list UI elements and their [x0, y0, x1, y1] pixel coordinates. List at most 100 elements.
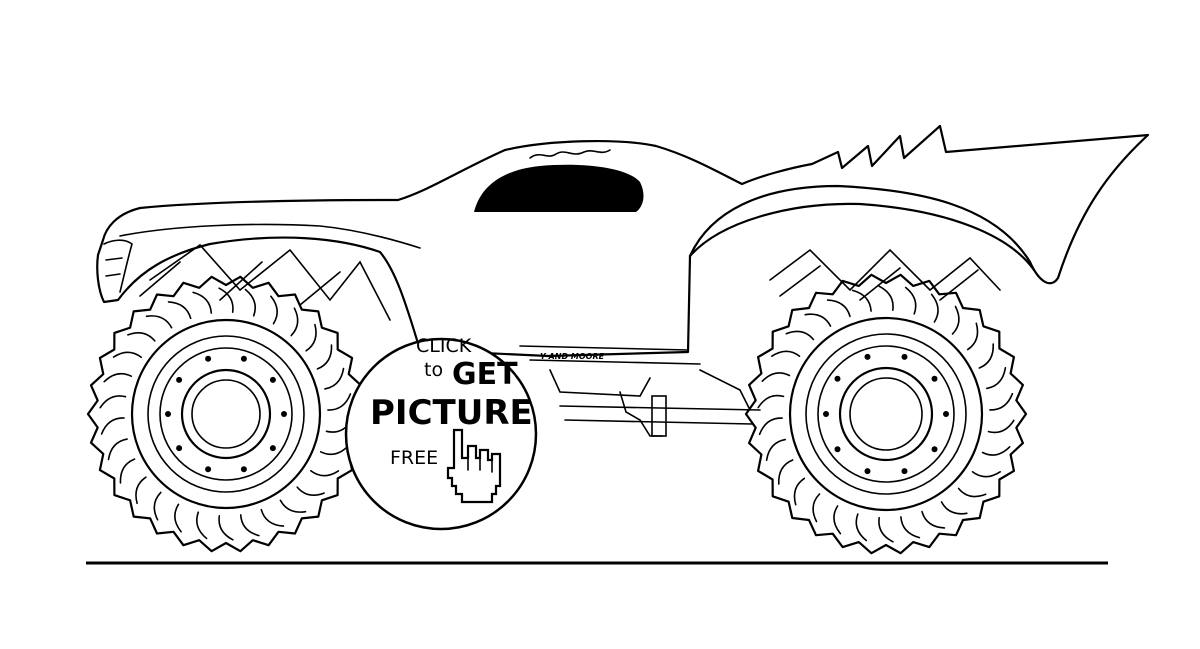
- hood-line: [119, 223, 421, 249]
- lug-nut: [240, 466, 247, 473]
- tread-mark: [239, 514, 260, 537]
- lug-nut: [901, 468, 908, 475]
- side-decal: Y AND MOORE: [540, 352, 605, 361]
- tread-mark: [930, 293, 939, 323]
- tread-mark: [833, 505, 842, 535]
- tread-mark: [804, 313, 832, 327]
- rim-inner: [159, 347, 293, 481]
- lug-nut: [281, 411, 287, 417]
- tread-mark: [290, 307, 299, 337]
- lug-nut: [834, 375, 841, 382]
- hand-pointer-icon: [446, 428, 502, 504]
- sidewall: [788, 316, 984, 512]
- tread-mark: [270, 295, 278, 325]
- tread-mark: [244, 288, 257, 317]
- tread-mark: [100, 417, 125, 435]
- tread-mark: [900, 516, 921, 539]
- tread-mark: [855, 513, 868, 542]
- tread-mark: [260, 508, 285, 527]
- tread-mark: [135, 476, 147, 505]
- truck-window: [474, 164, 644, 212]
- tread-mark: [940, 501, 968, 515]
- tread-mark: [324, 367, 345, 390]
- monster-truck-illustration: Y AND MOORE: [96, 124, 1150, 437]
- lug-nut: [834, 446, 841, 453]
- tread-mark: [112, 351, 142, 359]
- tread-mark: [296, 486, 325, 496]
- tread-mark: [878, 517, 894, 543]
- front-grille: [103, 239, 133, 293]
- tread-mark: [957, 487, 987, 498]
- lug-nut: [269, 376, 276, 383]
- lug-nut: [176, 376, 183, 383]
- rear-fender: [688, 202, 1036, 272]
- tread-mark: [761, 372, 791, 382]
- lug-nut: [931, 446, 938, 453]
- tread-mark: [981, 446, 1011, 456]
- lug-nut: [269, 445, 276, 452]
- tread-mark: [119, 458, 136, 484]
- tread-mark: [757, 394, 785, 409]
- tread-mark: [878, 285, 894, 311]
- front-suspension: [139, 243, 391, 321]
- tread-mark: [851, 289, 872, 312]
- lug-nut: [165, 411, 171, 417]
- tread-mark: [316, 344, 333, 370]
- tread-mark: [826, 299, 851, 318]
- sidewall: [130, 318, 322, 510]
- tread-mark: [951, 305, 960, 335]
- roof-signature: [529, 149, 611, 159]
- rim-outer: [805, 333, 967, 495]
- tread-mark: [971, 471, 1001, 478]
- tread-mark: [989, 392, 1014, 411]
- tread-mark: [319, 445, 349, 456]
- tread-mark: [812, 493, 821, 523]
- side-stripe: [519, 345, 701, 365]
- tread-mark: [771, 350, 801, 357]
- chassis: [549, 369, 761, 437]
- badge-picture-label: PICTURE: [370, 393, 533, 433]
- tread-mark: [310, 469, 340, 477]
- tread-mark: [153, 491, 162, 521]
- rear-suspension: [769, 248, 1001, 301]
- tread-mark: [758, 417, 783, 436]
- tread-mark: [103, 372, 133, 383]
- tread-mark: [218, 287, 234, 313]
- badge-get-label: GET: [452, 357, 518, 392]
- tread-mark: [327, 393, 352, 411]
- tread-mark: [305, 323, 317, 352]
- tread-mark: [765, 438, 786, 461]
- lug-nut: [205, 466, 212, 473]
- hub: [180, 368, 272, 460]
- hub: [838, 366, 934, 462]
- front-wheel: [86, 275, 366, 553]
- tread-mark: [99, 395, 127, 409]
- lug-nut: [864, 353, 871, 360]
- tread-mark: [192, 291, 213, 314]
- truck-body: [96, 124, 1150, 358]
- tread-mark: [777, 459, 794, 485]
- lug-nut: [205, 355, 212, 362]
- tread-mark: [785, 330, 815, 341]
- tread-mark: [966, 322, 979, 351]
- get-picture-button[interactable]: CLICK to GET PICTURE FREE: [344, 335, 538, 531]
- tread-mark: [978, 343, 995, 369]
- rim-outer: [147, 335, 305, 493]
- lug-nut: [176, 445, 183, 452]
- hub-cap: [849, 377, 923, 451]
- tread-mark: [986, 367, 1007, 390]
- lug-nut: [901, 353, 908, 360]
- rim-inner: [817, 345, 955, 483]
- lug-nut: [864, 468, 871, 475]
- rear-wheel: [744, 273, 1028, 555]
- tread-mark: [987, 419, 1015, 434]
- tread-mark: [195, 511, 208, 540]
- tread-mark: [107, 438, 128, 461]
- hub-cap: [191, 379, 261, 449]
- tire-outline: [744, 273, 1028, 555]
- tread-mark: [921, 510, 946, 529]
- tread-mark: [793, 477, 806, 506]
- tire-outline: [86, 275, 366, 553]
- tread-mark: [145, 315, 173, 329]
- tread-mark: [127, 332, 156, 342]
